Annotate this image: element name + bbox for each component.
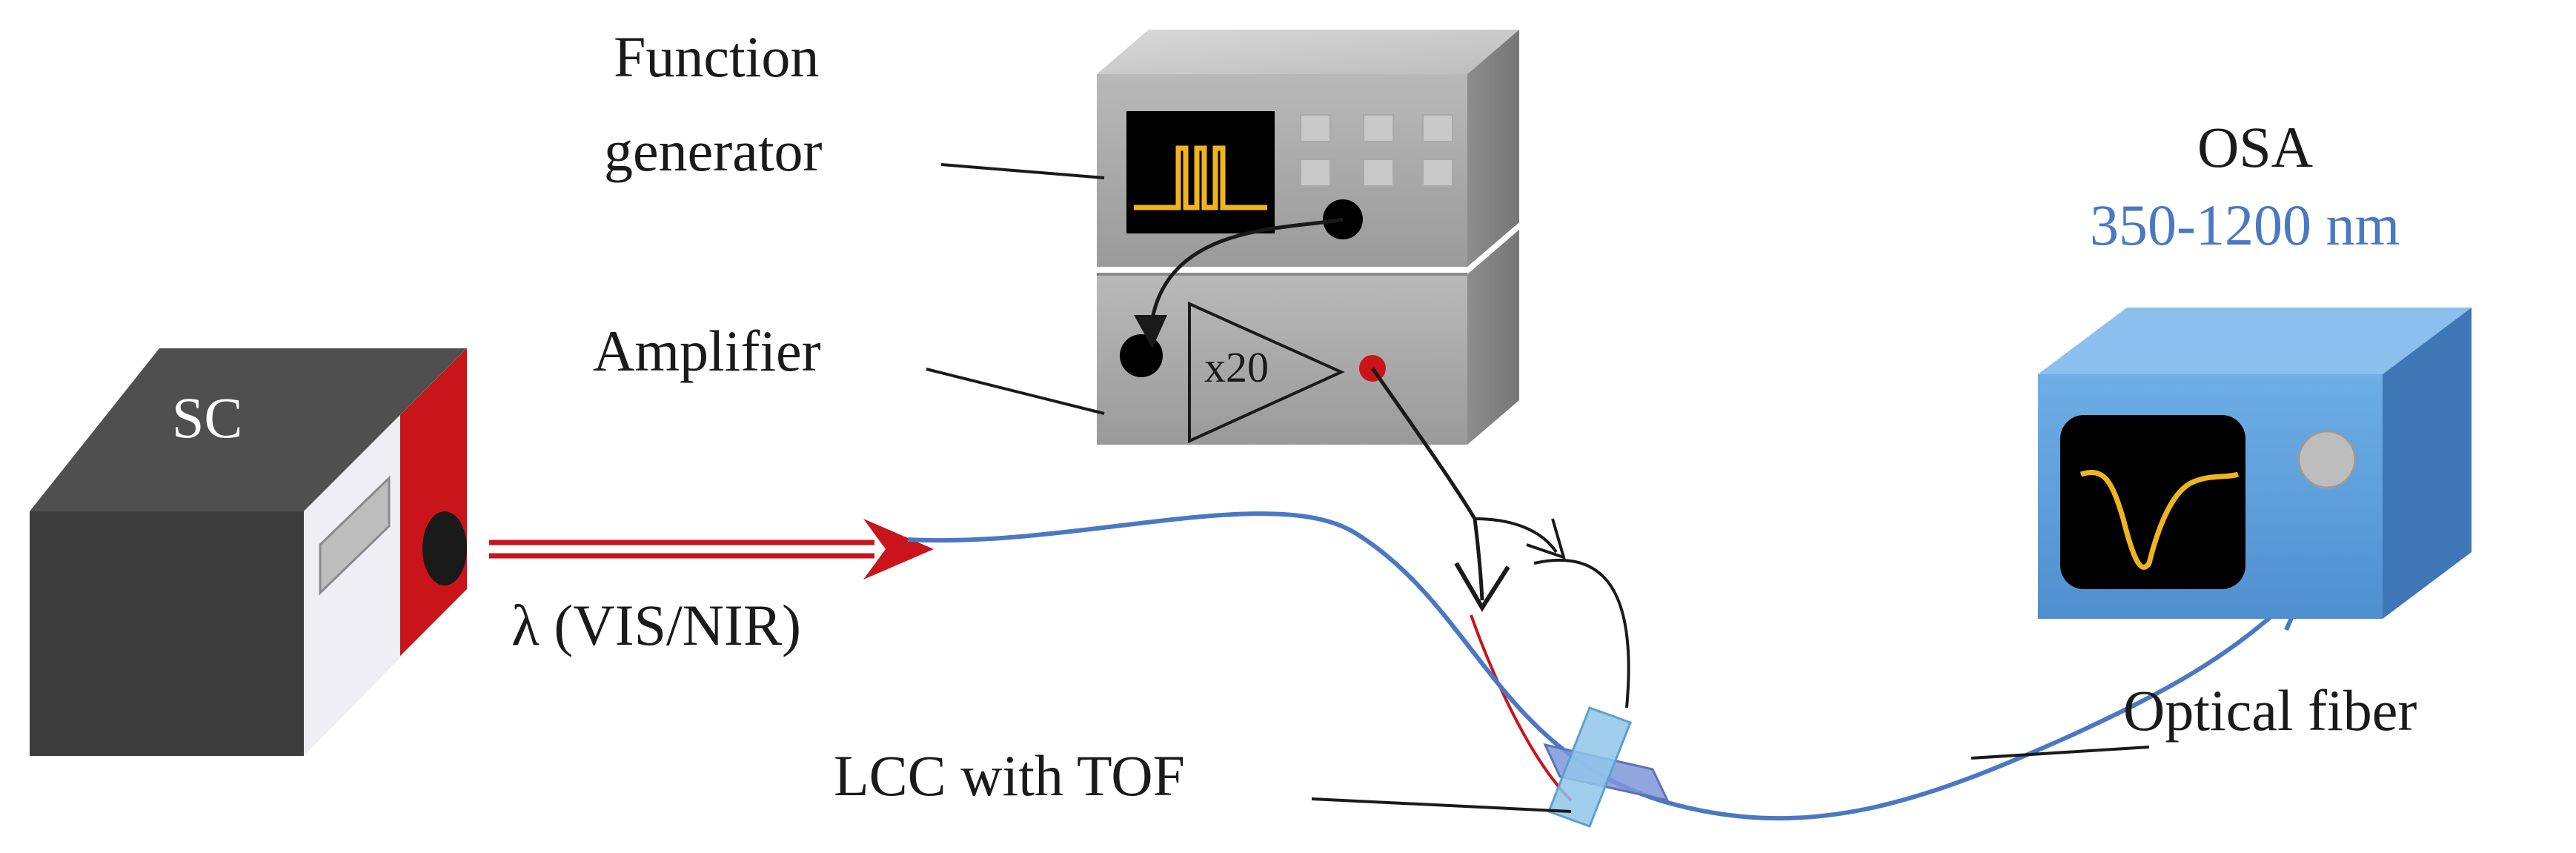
laser-beam-arrow: [489, 519, 934, 580]
function-generator-icon: [1097, 30, 1519, 267]
lcc-label: LCC with TOF: [834, 743, 1185, 808]
signal-cable: [1150, 217, 1344, 319]
amplifier-pointer: [926, 368, 1105, 415]
wavelength-label: λ (VIS/NIR): [511, 593, 801, 657]
osa-icon: [2038, 308, 2472, 619]
optical-fiber-pointer: [1971, 746, 2150, 760]
function-generator-pointer: [940, 163, 1105, 179]
supercontinuum-source-icon: [30, 348, 467, 756]
lcc-cell-icon: [1543, 706, 1670, 828]
lcc-pointer: [1311, 797, 1572, 813]
function-generator-label-line1: Function: [614, 24, 819, 89]
function-generator-label-line2: generator: [604, 119, 823, 183]
amplifier-label: Amplifier: [593, 319, 821, 383]
optical-fiber-label: Optical fiber: [2123, 678, 2417, 743]
osa-label: OSA: [2197, 115, 2313, 179]
amplifier-gain-label: x20: [1204, 343, 1269, 391]
drive-cable: [1370, 367, 1477, 520]
sc-label: SC: [172, 385, 242, 450]
osa-range-label: 350-1200 nm: [2090, 193, 2400, 257]
